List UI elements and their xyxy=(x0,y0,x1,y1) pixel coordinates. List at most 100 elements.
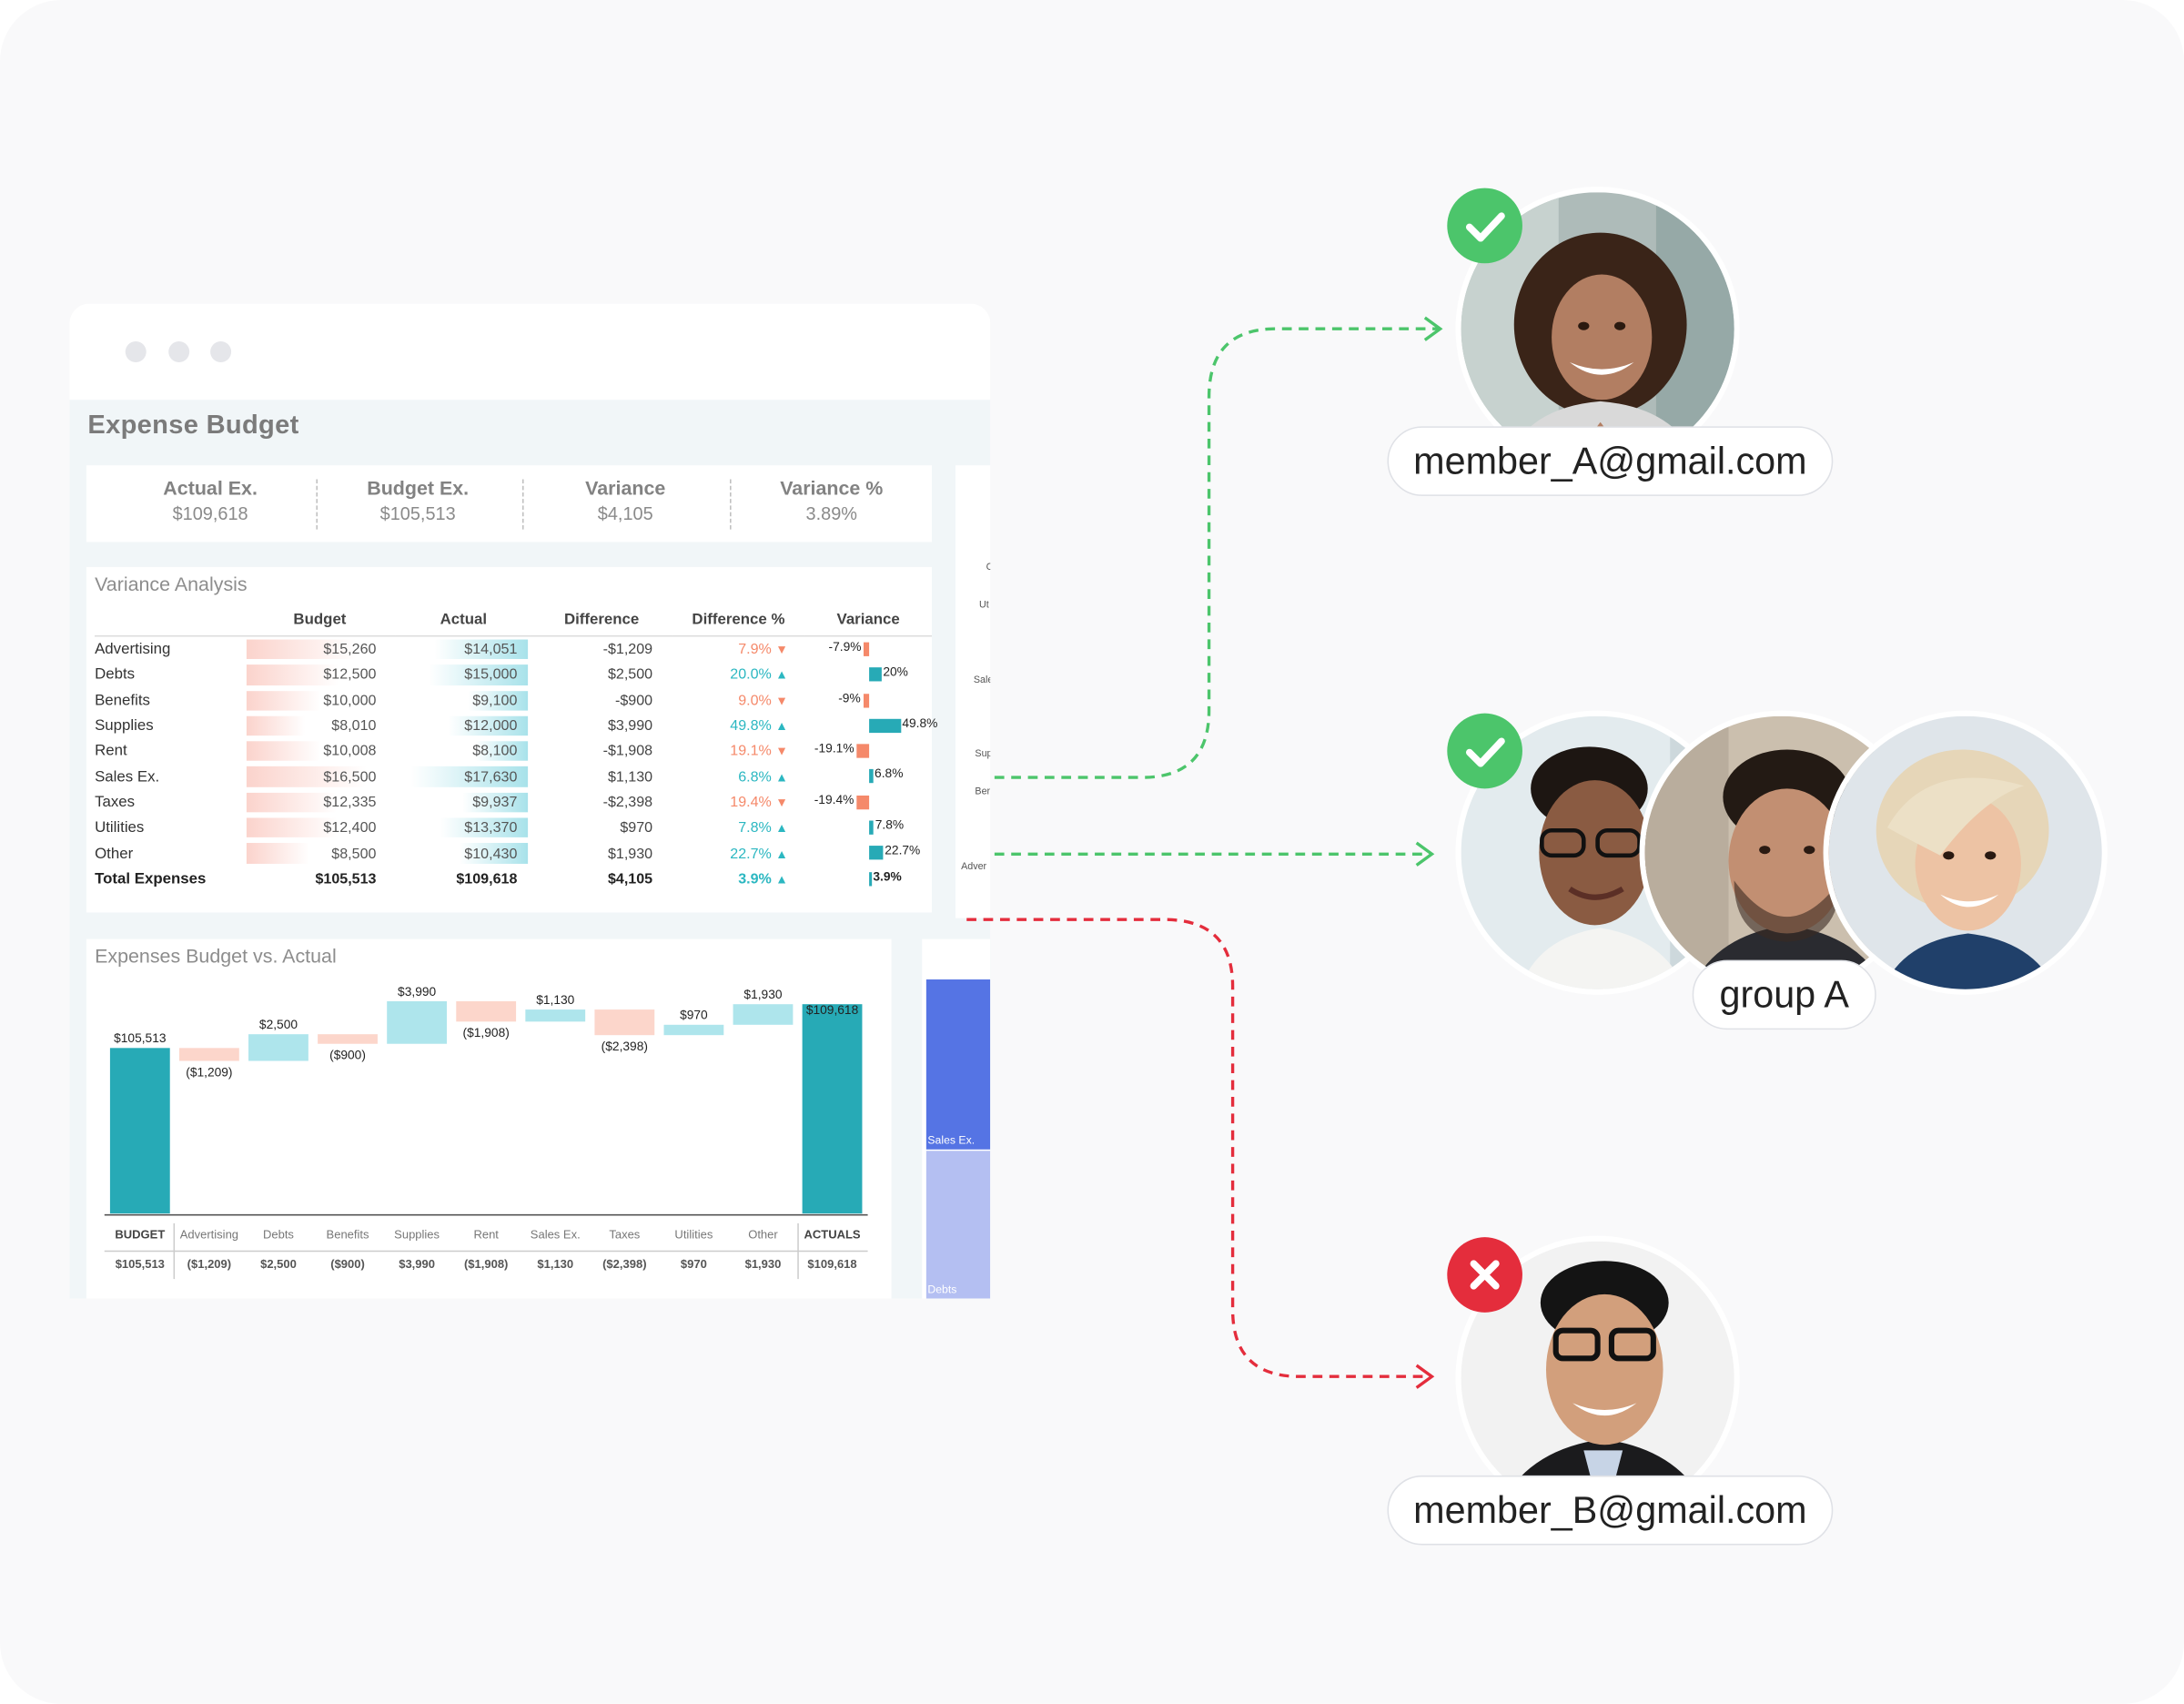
check-icon xyxy=(1447,188,1522,264)
window-minimize-dot[interactable] xyxy=(168,340,190,362)
waterfall-value-label: $3,990 xyxy=(398,985,436,999)
waterfall-value-label: $109,618 xyxy=(806,1003,859,1017)
waterfall-category-label: Debts xyxy=(263,1228,294,1242)
column-header: Difference % xyxy=(692,611,785,629)
arrow-member-a xyxy=(1423,316,1443,341)
variance-label: 49.8% xyxy=(902,715,938,730)
side-chart-label: Adver xyxy=(961,862,987,873)
variance-bar xyxy=(868,667,882,682)
member-b-email-chip[interactable]: member_B@gmail.com xyxy=(1387,1475,1834,1546)
actual-cell: $13,370 xyxy=(396,816,531,841)
budget-value: $8,010 xyxy=(331,717,377,735)
waterfall-chart: $105,513BUDGET$105,513($1,209)Advertisin… xyxy=(104,985,868,1280)
waterfall-bar xyxy=(594,1009,655,1036)
variance-label: 20% xyxy=(883,664,908,679)
waterfall-bar xyxy=(733,1004,794,1025)
budget-cell: $12,335 xyxy=(244,790,396,816)
window-zoom-dot[interactable] xyxy=(210,340,232,362)
variance-label: 22.7% xyxy=(885,843,921,857)
difference-pct: 49.8% xyxy=(730,717,772,735)
waterfall-category-label: Advertising xyxy=(180,1228,238,1242)
up-arrow-icon: ▲ xyxy=(775,769,788,785)
budget-cell: $12,400 xyxy=(244,816,396,841)
variance-table: Budget Actual Difference Difference % Va… xyxy=(95,604,937,892)
variance-label: 3.9% xyxy=(873,868,902,883)
variance-label: -19.4% xyxy=(814,792,854,806)
budget-value: $105,513 xyxy=(315,870,377,888)
waterfall-bar xyxy=(456,1000,517,1022)
waterfall-value-label: $2,500 xyxy=(259,1018,298,1031)
group-a-chip[interactable]: group A xyxy=(1692,959,1876,1030)
waterfall-bar xyxy=(178,1048,239,1061)
down-arrow-icon: ▼ xyxy=(775,693,788,708)
difference-cell: $4,105 xyxy=(607,870,653,888)
kpi-divider xyxy=(730,479,732,530)
variance-bar xyxy=(868,846,884,860)
up-arrow-icon: ▲ xyxy=(775,871,788,887)
waterfall-table-value: ($1,209) xyxy=(187,1257,231,1271)
actual-value: $14,051 xyxy=(464,641,518,658)
difference-pct-cell: 20.0% ▲ xyxy=(672,662,805,687)
variance-bar xyxy=(856,744,869,758)
actual-cell: $8,100 xyxy=(396,739,531,765)
waterfall-table-value: $2,500 xyxy=(260,1257,297,1271)
variance-cell: 6.8% xyxy=(804,765,932,790)
budget-cell: $8,500 xyxy=(244,841,396,867)
member-a-email-chip[interactable]: member_A@gmail.com xyxy=(1387,426,1834,496)
variance-bar xyxy=(868,871,872,886)
up-arrow-icon: ▲ xyxy=(775,667,788,683)
up-arrow-icon: ▲ xyxy=(775,820,788,836)
difference-pct-cell: 22.7% ▲ xyxy=(672,841,805,867)
arrow-member-b xyxy=(1415,1364,1435,1389)
difference-cell: $3,990 xyxy=(607,717,653,735)
difference-cell: $970 xyxy=(620,819,653,837)
arrow-group-a xyxy=(1415,841,1435,867)
actual-cell: $10,430 xyxy=(396,841,531,867)
difference-pct: 6.8% xyxy=(738,768,772,786)
kpi-value: $4,105 xyxy=(597,502,653,524)
budget-value: $16,500 xyxy=(323,768,377,786)
difference-pct-cell: 19.4% ▼ xyxy=(672,790,805,816)
variance-cell: -9% xyxy=(804,687,932,713)
down-arrow-icon: ▼ xyxy=(775,744,788,759)
difference-pct: 22.7% xyxy=(730,845,772,862)
actual-cell: $12,000 xyxy=(396,714,531,739)
waterfall-bar xyxy=(802,1004,863,1214)
variance-cell: -19.1% xyxy=(804,739,932,765)
actual-value: $9,937 xyxy=(472,794,518,811)
budget-cell: $8,010 xyxy=(244,714,396,739)
variance-cell: 7.8% xyxy=(804,816,932,841)
up-arrow-icon: ▲ xyxy=(775,718,788,734)
dashboard-body: Expense Budget Actual Ex. $109,618 Budge… xyxy=(69,400,991,1299)
row-category: Advertising xyxy=(95,641,171,658)
waterfall-category-label: Supplies xyxy=(394,1228,440,1242)
variance-bar xyxy=(868,820,875,835)
variance-cell: 49.8% xyxy=(804,714,937,739)
kpi-value: $109,618 xyxy=(172,502,248,524)
variance-cell: 20% xyxy=(804,662,932,687)
waterfall-table-value: $1,930 xyxy=(745,1257,782,1271)
side-chart-panel: C Ut Sale Sup Ber Adver xyxy=(955,465,991,918)
row-category: Total Expenses xyxy=(95,870,207,888)
difference-cell: $2,500 xyxy=(607,666,653,684)
waterfall-value-label: ($900) xyxy=(329,1049,366,1062)
window-close-dot[interactable] xyxy=(125,340,147,362)
waterfall-bar xyxy=(318,1034,378,1044)
waterfall-category-label: Other xyxy=(748,1228,778,1242)
budget-cell: $10,000 xyxy=(244,687,396,713)
kpi-value: 3.89% xyxy=(805,502,857,524)
x-icon xyxy=(1447,1237,1522,1313)
waterfall-table-value: $1,130 xyxy=(537,1257,573,1271)
row-category: Debts xyxy=(95,666,136,684)
kpi-divider xyxy=(316,479,318,530)
actual-cell: $17,630 xyxy=(396,765,531,790)
difference-pct: 19.1% xyxy=(730,743,772,760)
group-a-avatar-3[interactable] xyxy=(1823,710,2108,995)
kpi-label: Actual Ex. xyxy=(163,476,258,499)
